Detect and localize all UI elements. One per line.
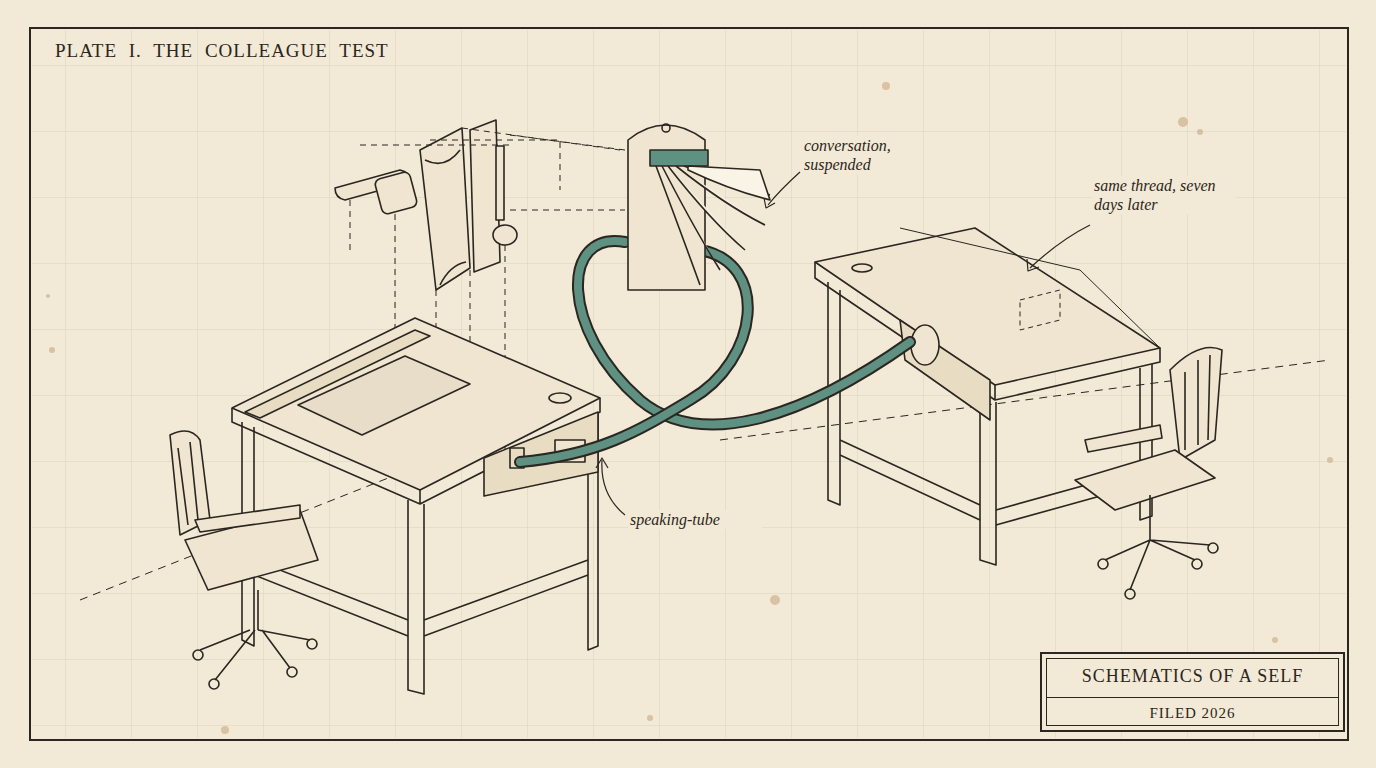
callout-note: conversation, suspended <box>802 136 916 174</box>
speaking-tube <box>520 241 910 462</box>
grid <box>32 30 1346 738</box>
callout-note: speaking-tube <box>628 510 762 529</box>
title-cartouche: SCHEMATICS OF A SELFFILED 2026 <box>1040 652 1345 732</box>
callout-note: same thread, seven days later <box>1092 176 1236 214</box>
leader-line <box>1030 225 1090 268</box>
left-desk <box>232 318 600 694</box>
cartouche-heading: SCHEMATICS OF A SELF <box>1042 654 1343 697</box>
plate-frame <box>30 28 1348 740</box>
line-art <box>80 120 1330 694</box>
left-chair <box>170 431 318 689</box>
plate-title: PLATE I. THE COLLEAGUE TEST <box>55 40 389 62</box>
leader-line <box>768 172 800 205</box>
suspended-pad <box>628 124 770 290</box>
stains <box>46 82 1333 734</box>
cartouche-subtitle: FILED 2026 <box>1042 697 1343 730</box>
leader-line <box>602 460 625 515</box>
cartouche-divider <box>1046 697 1339 698</box>
right-desk <box>815 228 1160 565</box>
right-chair <box>1075 348 1222 600</box>
